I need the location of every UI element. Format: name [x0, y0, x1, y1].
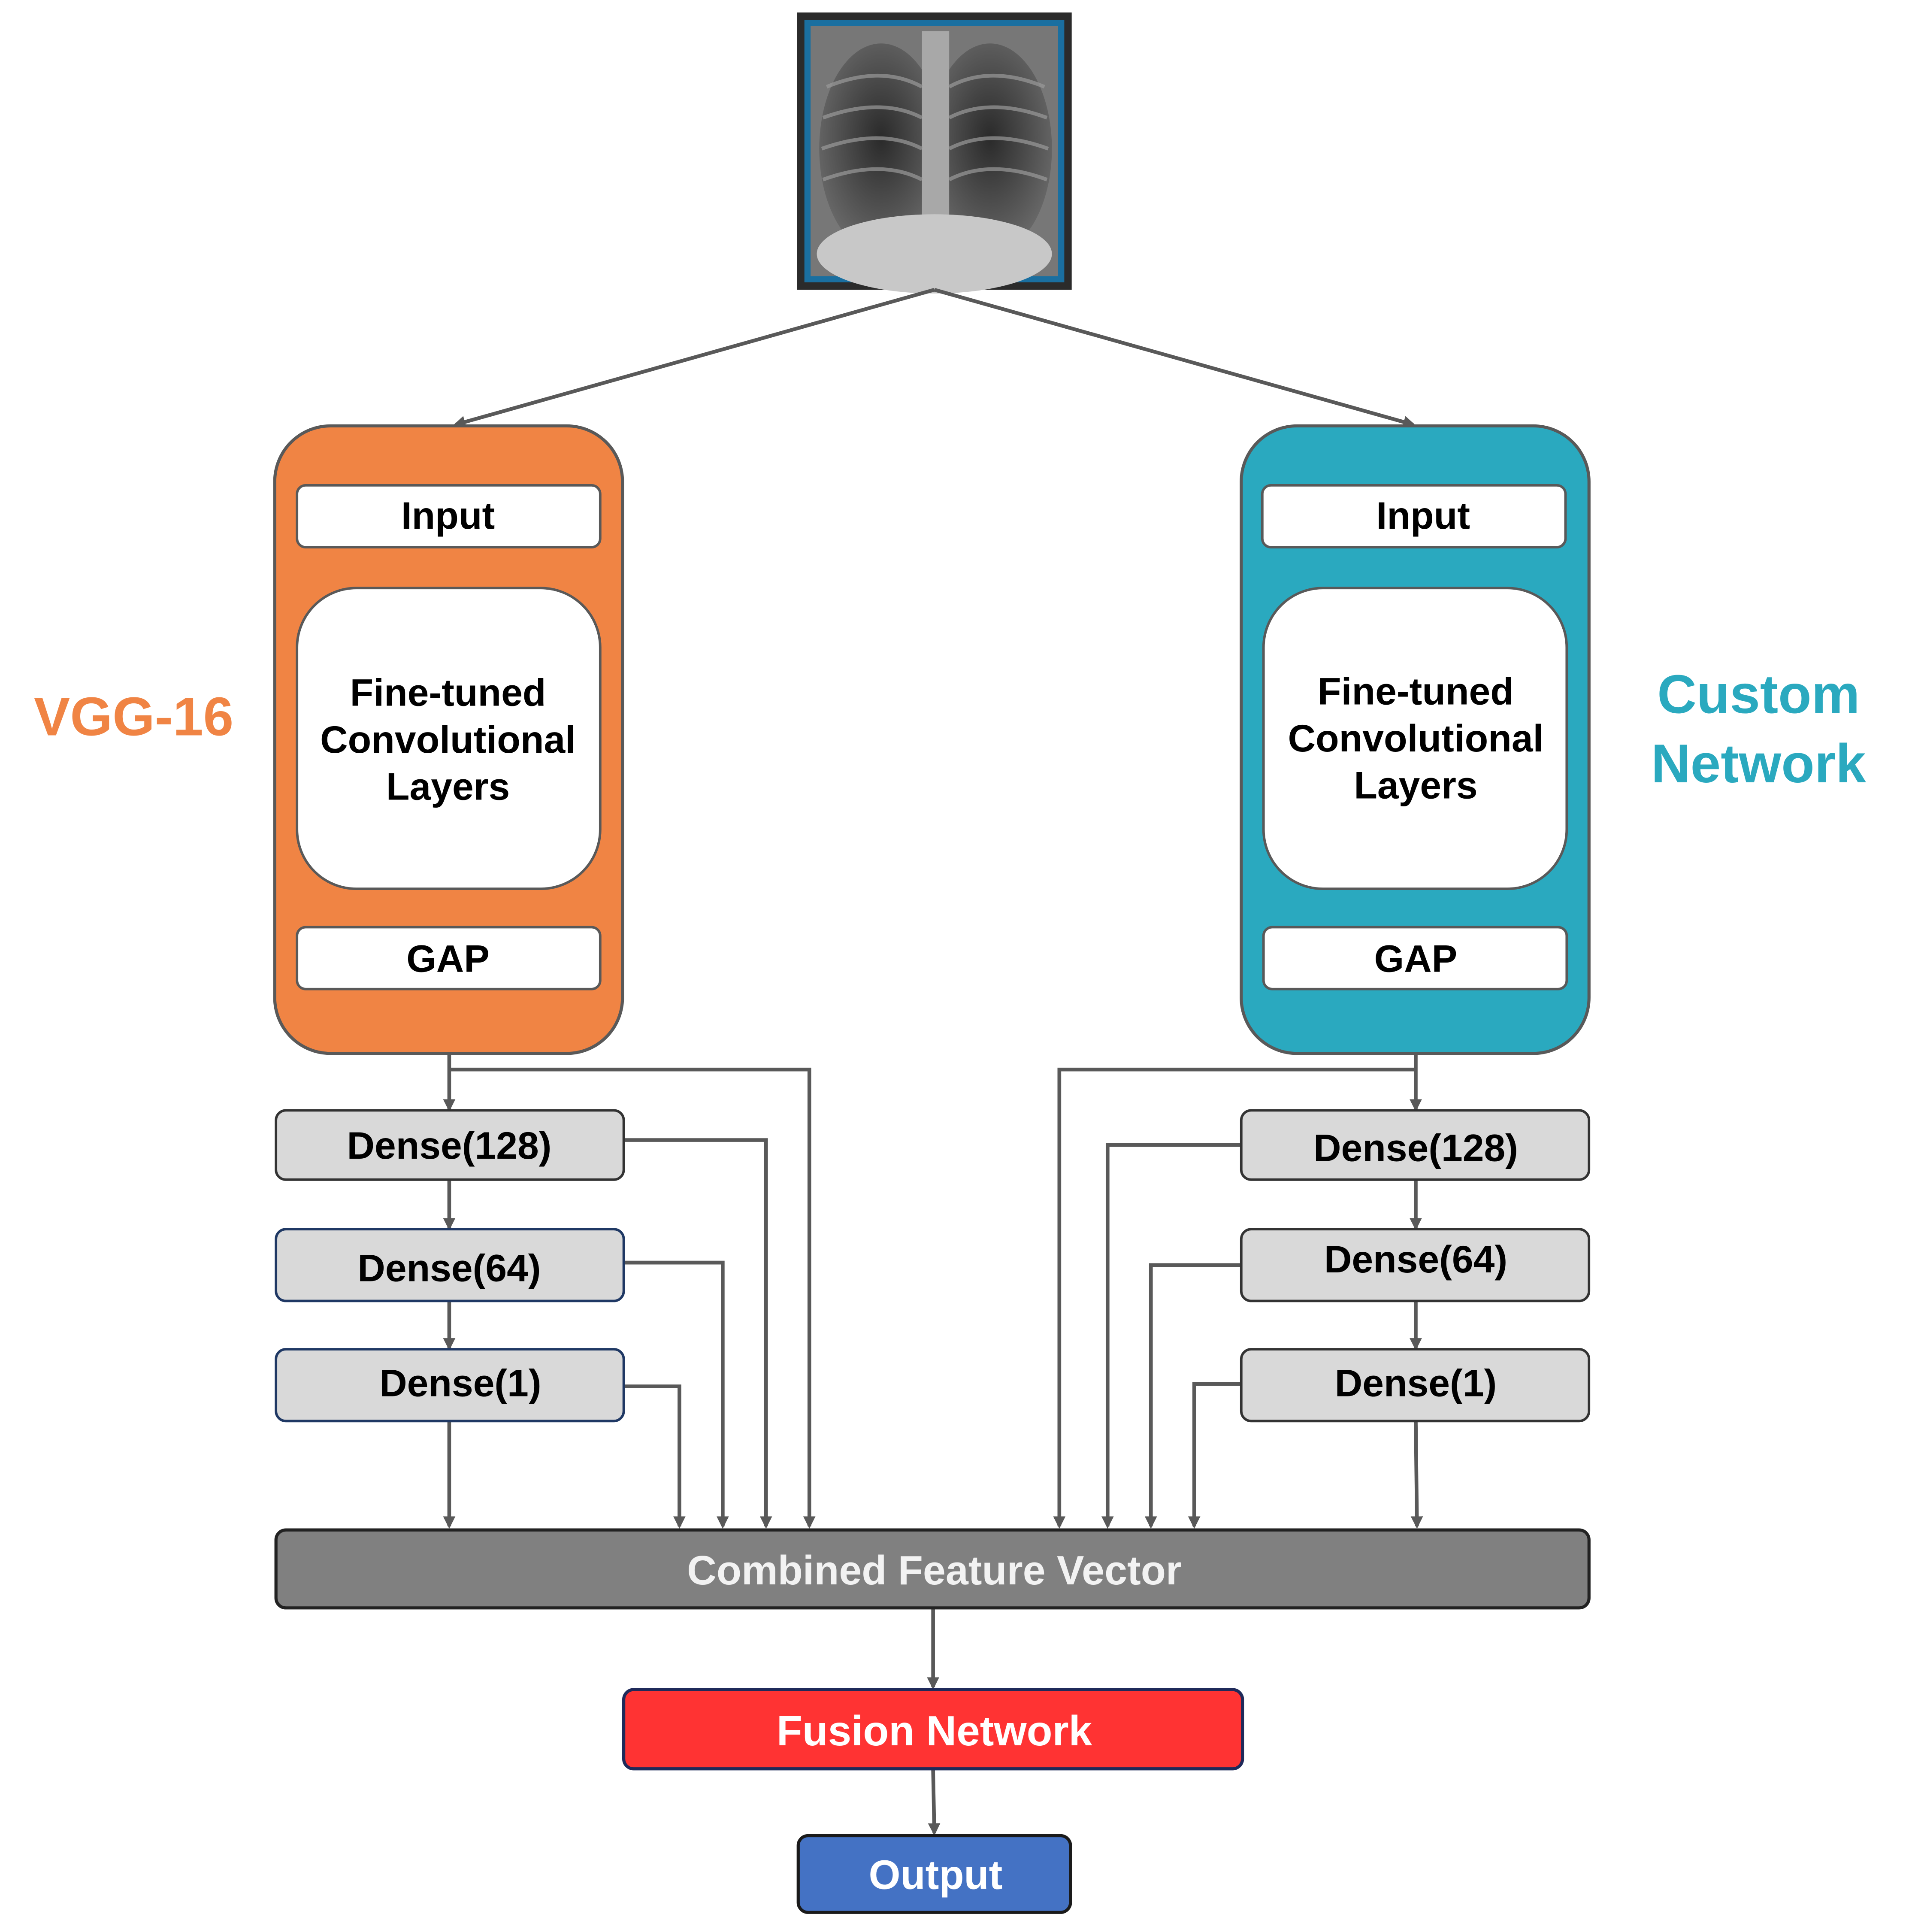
custom-dense1-to-combined-arrow [1410, 1421, 1423, 1529]
rib-lines [821, 73, 1049, 182]
custom-input-label: Input [1377, 494, 1470, 537]
custom-dense128-skip-connector [1101, 1143, 1241, 1529]
vgg-dense1-skip-connector [623, 1384, 686, 1529]
vgg-conv-label-line1: Fine-tuned [350, 671, 546, 714]
vgg-title: VGG-16 [34, 686, 233, 747]
vgg-dense64-box [275, 1228, 625, 1302]
custom-input-box [1261, 484, 1567, 548]
vgg-input-label: Input [401, 494, 495, 537]
combined-feature-vector-box [274, 1528, 1591, 1610]
custom-dense128-label: Dense(128) [1313, 1126, 1518, 1169]
custom-conv-box [1262, 587, 1568, 890]
custom-dense1-box [1240, 1348, 1591, 1423]
custom-dense64-skip-connector [1144, 1263, 1241, 1529]
custom-conv-label-line3: Layers [1354, 764, 1477, 807]
right-lung-shape [928, 43, 1052, 254]
vgg-branch: Input Fine-tuned Convolutional Layers GA… [273, 424, 625, 1423]
fusion-to-output-arrow [928, 1770, 941, 1836]
custom-title-line2: Network [1651, 733, 1866, 794]
diaphragm-shape [817, 214, 1052, 294]
vgg-dense128-skip-connector [623, 1138, 772, 1529]
custom-gap-skip-connector [1053, 1067, 1416, 1529]
vgg-conv-label-line3: Layers [386, 765, 510, 808]
fusion-network-box [622, 1688, 1244, 1771]
custom-conv-label-line2: Convolutional [1288, 717, 1544, 760]
left-lung-shape [819, 43, 943, 254]
chest-xray-image [797, 12, 1072, 294]
custom-dense128-box [1240, 1109, 1591, 1181]
vgg-input-box [296, 484, 602, 548]
vgg-dense1-label: Dense(1) [379, 1362, 542, 1405]
vgg-dense128-box [275, 1109, 625, 1181]
custom-branch: Input Fine-tuned Convolutional Layers GA… [1240, 424, 1591, 1423]
vgg-dense128-label: Dense(128) [347, 1124, 551, 1167]
custom-title-line1: Custom [1657, 664, 1860, 725]
custom-dense1-label: Dense(1) [1335, 1362, 1497, 1405]
combined-feature-vector-label: Combined Feature Vector [687, 1548, 1182, 1593]
output-box [796, 1834, 1072, 1914]
image-to-vgg-arrow [453, 288, 935, 428]
custom-gap-label: GAP [1374, 937, 1458, 980]
vgg-dense64-label: Dense(64) [357, 1246, 541, 1289]
custom-dense64-box [1240, 1228, 1591, 1302]
vgg-gap-label: GAP [406, 937, 490, 980]
image-to-custom-arrow [934, 288, 1416, 428]
vgg-dense64-skip-connector [623, 1260, 729, 1529]
custom-dense64-label: Dense(64) [1324, 1238, 1507, 1281]
connectors [443, 288, 1423, 1836]
custom-gap-box [1262, 926, 1568, 990]
custom-conv-label-line1: Fine-tuned [1318, 669, 1514, 712]
custom-dense1-skip-connector [1188, 1382, 1241, 1529]
fusion-network-label: Fusion Network [777, 1707, 1092, 1754]
vgg-gap-box [296, 926, 602, 990]
vgg-conv-box [296, 587, 602, 890]
vgg-conv-label-line2: Convolutional [320, 718, 576, 761]
vgg-gap-skip-connector [449, 1067, 816, 1529]
output-label: Output [869, 1853, 1003, 1898]
vgg-dense1-box [275, 1348, 625, 1423]
